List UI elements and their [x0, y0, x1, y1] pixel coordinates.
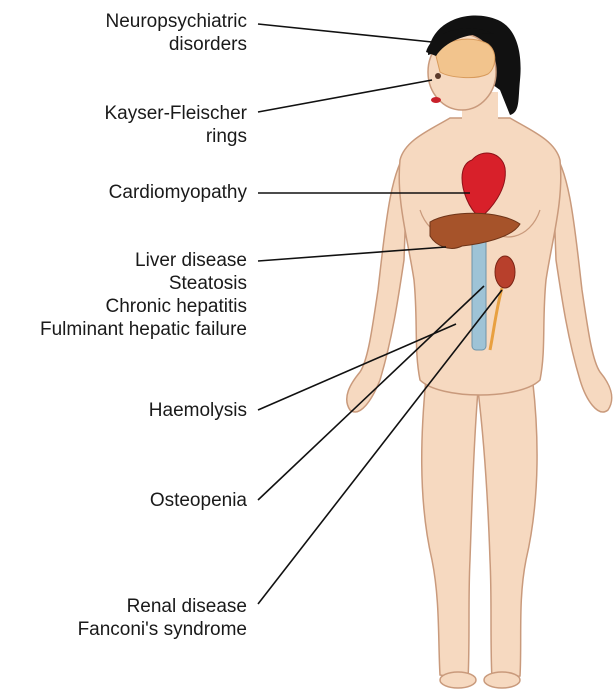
label-line: Kayser-Fleischer	[104, 102, 247, 125]
label-neuropsychiatric-disorders: Neuropsychiatric disorders	[106, 10, 248, 56]
label-cardiomyopathy: Cardiomyopathy	[109, 181, 247, 204]
label-line: Neuropsychiatric	[106, 10, 248, 33]
eye	[435, 73, 441, 79]
label-line: rings	[104, 125, 247, 148]
leader-line-kayser	[258, 80, 432, 112]
label-line: Liver disease	[40, 249, 247, 272]
left-arm	[347, 150, 408, 412]
right-leg	[478, 360, 537, 680]
label-line: Steatosis	[40, 272, 247, 295]
label-line: Cardiomyopathy	[109, 181, 247, 204]
label-line: Fanconi's syndrome	[78, 618, 247, 641]
label-line: Haemolysis	[149, 399, 247, 422]
female-figure	[347, 15, 612, 688]
label-renal-disease: Renal disease Fanconi's syndrome	[78, 595, 247, 641]
label-line: Fulminant hepatic failure	[40, 318, 247, 341]
lips	[431, 97, 441, 103]
left-foot	[440, 672, 476, 688]
left-leg	[422, 360, 478, 680]
label-liver-disease: Liver disease Steatosis Chronic hepatiti…	[40, 249, 247, 341]
right-foot	[484, 672, 520, 688]
leader-line-neuro	[258, 24, 432, 42]
label-osteopenia: Osteopenia	[150, 489, 247, 512]
label-haemolysis: Haemolysis	[149, 399, 247, 422]
label-line: Osteopenia	[150, 489, 247, 512]
label-line: disorders	[106, 33, 248, 56]
label-kayser-fleischer-rings: Kayser-Fleischer rings	[104, 102, 247, 148]
label-line: Chronic hepatitis	[40, 295, 247, 318]
label-line: Renal disease	[78, 595, 247, 618]
kidney	[495, 256, 515, 288]
